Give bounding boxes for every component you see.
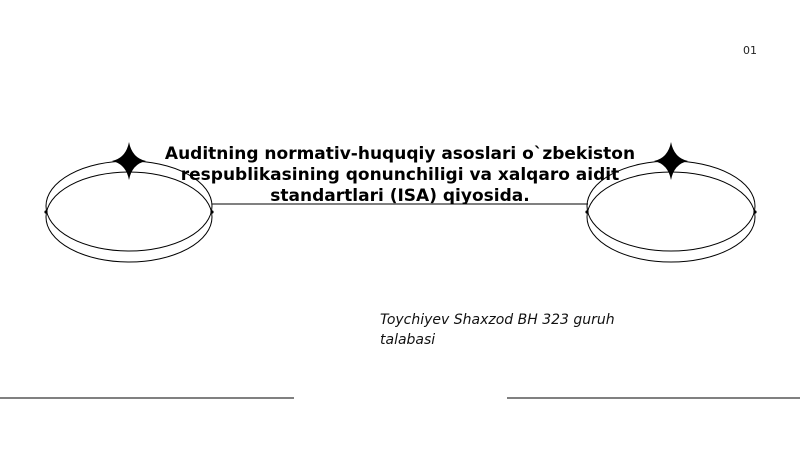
author-text: Toychiyev Shaxzod BH 323 guruh talabasi [380, 312, 615, 348]
right-ring-dot [753, 210, 757, 214]
sparkle-star-icon [112, 142, 146, 180]
left-ring-dot [210, 210, 214, 214]
slide-title: Auditning normativ-huquqiy asoslari o`zb… [164, 144, 636, 206]
left-ring-dot [44, 210, 48, 214]
page-number: 01 [743, 44, 757, 57]
right-ring-dot [585, 210, 589, 214]
sparkle-star-icon [654, 142, 688, 180]
